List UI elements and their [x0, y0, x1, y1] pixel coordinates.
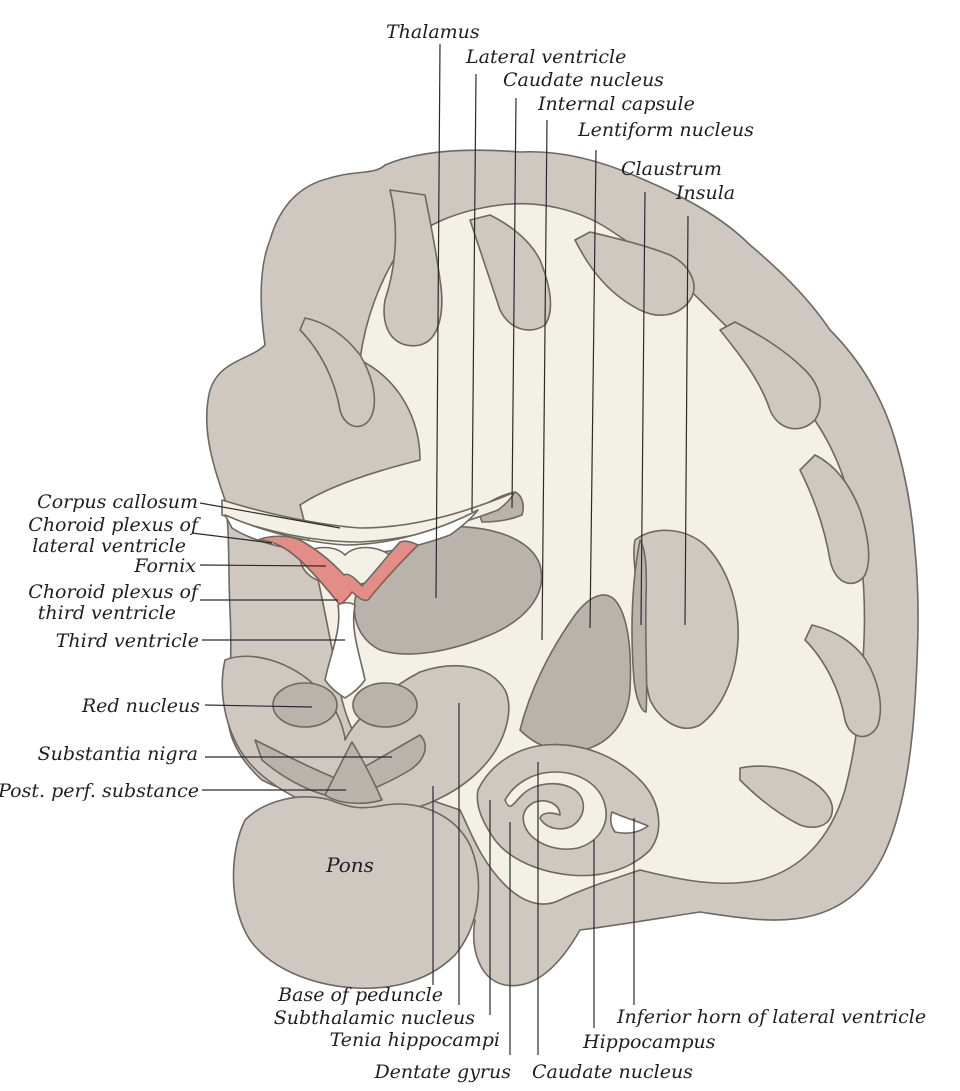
corpus-callosum-shape [221, 491, 516, 543]
hippocampal-region [476, 743, 660, 877]
gyrus-fold-3 [574, 231, 695, 316]
leader-lateral-ventricle [471, 73, 477, 513]
label-claustrum: Claustrum [621, 158, 722, 180]
labels-top: Thalamus Lateral ventricle Caudate nucle… [386, 21, 754, 204]
leader-insula [684, 215, 689, 626]
red-nucleus-right [352, 682, 418, 728]
label-red-nucleus: Red nucleus [81, 695, 200, 717]
label-caudate-nucleus-bottom: Caudate nucleus [532, 1061, 693, 1083]
leader-internal-capsule [541, 119, 548, 641]
leader-corpus-callosum [199, 502, 341, 529]
label-third-ventricle: Third ventricle [56, 630, 199, 652]
inferior-horn-space [609, 811, 649, 834]
label-choroid-lateral-line1: Choroid plexus of [28, 514, 201, 536]
gyrus-fold-1 [383, 189, 443, 347]
labels-bottom: Base of peduncle Subthalamic nucleus Ten… [274, 984, 926, 1083]
leader-choroid-lateral [191, 532, 273, 544]
hippocampus-curl [504, 771, 607, 850]
leader-claustrum [640, 191, 646, 626]
third-ventricle-space [324, 601, 366, 699]
label-corpus-callosum: Corpus callosum [37, 491, 198, 513]
leader-caudate-top [511, 97, 517, 509]
label-thalamus: Thalamus [386, 21, 480, 43]
label-post-perf-substance: Post. perf. substance [0, 780, 199, 802]
claustrum-strip [631, 539, 648, 713]
label-subthalamic-nucleus: Subthalamic nucleus [274, 1007, 475, 1029]
red-nucleus-left [272, 682, 338, 728]
leader-fornix [199, 564, 327, 567]
labels-left: Corpus callosum Choroid plexus of latera… [0, 491, 201, 802]
label-internal-capsule: Internal capsule [537, 93, 695, 115]
label-dentate-gyrus: Dentate gyrus [373, 1061, 511, 1083]
label-fornix: Fornix [133, 555, 196, 577]
gyrus-fold-7 [739, 765, 834, 829]
label-hippocampus: Hippocampus [582, 1031, 716, 1053]
leader-lentiform [589, 149, 597, 629]
label-caudate-nucleus-top: Caudate nucleus [503, 69, 664, 91]
gyrus-fold-8 [299, 317, 376, 428]
label-choroid-lateral-line2: lateral ventricle [32, 535, 186, 557]
label-base-of-peduncle: Base of peduncle [277, 984, 443, 1006]
pons-shape [232, 796, 480, 990]
post-perf-substance-shape [324, 741, 383, 805]
choroid-plexus-lateral [257, 535, 419, 606]
gyrus-fold-4 [719, 321, 821, 430]
leader-red-nucleus [204, 704, 313, 708]
label-inferior-horn: Inferior horn of lateral ventricle [616, 1006, 926, 1028]
leader-thalamus [435, 43, 441, 599]
label-lentiform-nucleus: Lentiform nucleus [577, 119, 754, 141]
label-lateral-ventricle: Lateral ventricle [465, 46, 626, 68]
label-tenia-hippocampi: Tenia hippocampi [330, 1029, 500, 1051]
label-substantia-nigra: Substantia nigra [38, 743, 198, 765]
gyrus-fold-6 [804, 624, 882, 738]
label-choroid-third-line2: third ventricle [38, 602, 176, 624]
gyrus-fold-5 [799, 454, 870, 585]
label-choroid-third-line1: Choroid plexus of [28, 581, 201, 603]
label-insula: Insula [675, 182, 735, 204]
leader-lines [191, 43, 689, 1055]
label-pons: Pons [325, 853, 374, 877]
substantia-nigra-shape [254, 734, 426, 799]
